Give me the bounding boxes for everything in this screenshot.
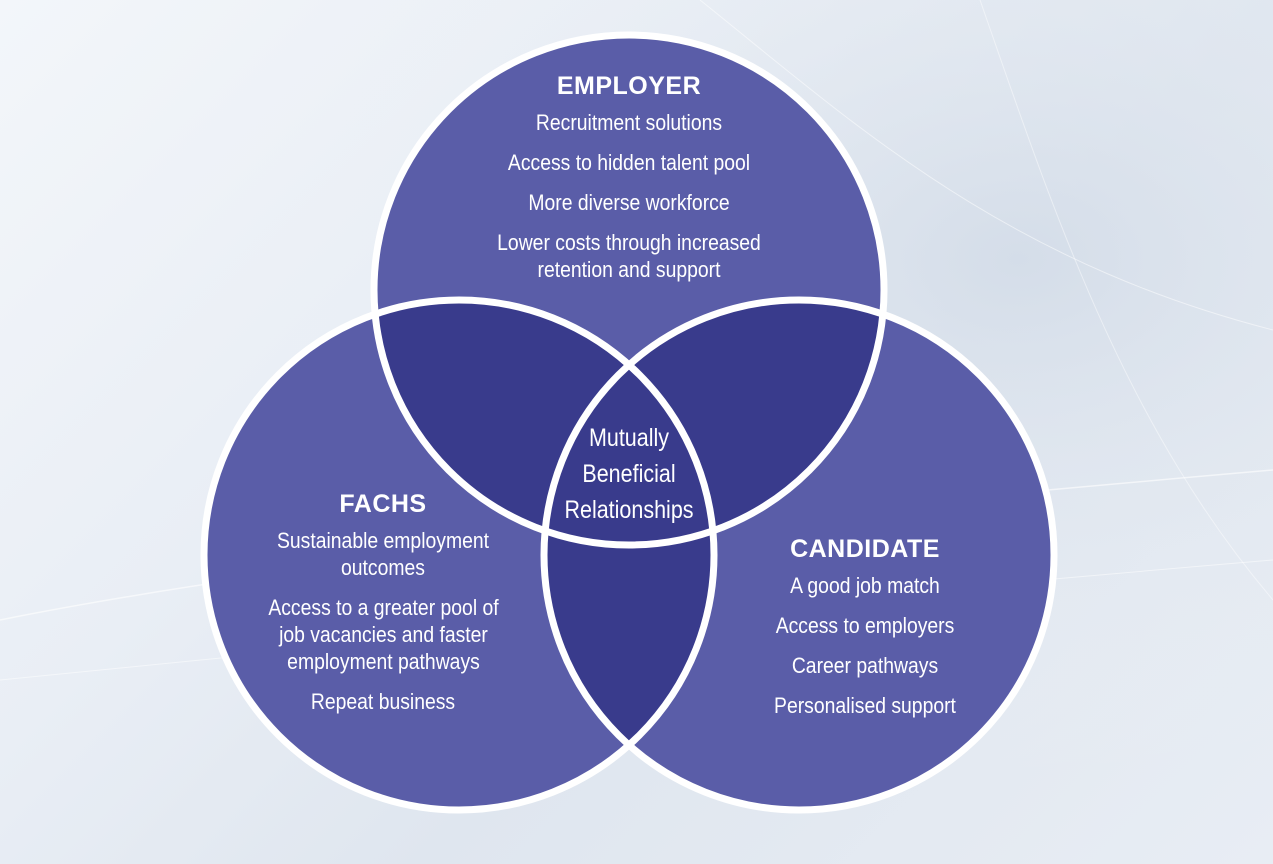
candidate-item: A good job match — [790, 573, 940, 598]
fachs-heading: FACHS — [339, 490, 427, 518]
employer-item: Lower costs through increased retention … — [497, 230, 761, 282]
candidate-item: Personalised support — [774, 693, 956, 718]
center-label: Mutually Beneficial Relationships — [557, 420, 701, 528]
employer-item: Access to hidden talent pool — [507, 150, 751, 175]
fachs-section: FACHS Sustainable employment outcomes Ac… — [238, 490, 528, 728]
employer-item: More diverse workforce — [528, 190, 730, 215]
fachs-item: Sustainable employment outcomes — [276, 528, 489, 580]
candidate-item: Access to employers — [775, 613, 955, 638]
candidate-outline — [540, 296, 1058, 814]
fachs-item: Repeat business — [310, 689, 456, 714]
fachs-item: Access to a greater pool of job vacancie… — [268, 595, 499, 674]
fachs-outline — [200, 296, 718, 814]
candidate-section: CANDIDATE A good job match Access to emp… — [735, 535, 995, 732]
candidate-heading: CANDIDATE — [790, 535, 940, 563]
employer-outline — [370, 31, 888, 549]
center-line: Relationships — [564, 496, 694, 524]
employer-section: EMPLOYER Recruitment solutions Access to… — [449, 72, 809, 296]
employer-heading: EMPLOYER — [556, 72, 702, 100]
center-line: Beneficial — [582, 460, 676, 488]
overlap-fachs-candidate — [544, 300, 714, 810]
candidate-item: Career pathways — [791, 653, 939, 678]
center-line: Mutually — [588, 424, 670, 452]
employer-item: Recruitment solutions — [535, 110, 723, 135]
